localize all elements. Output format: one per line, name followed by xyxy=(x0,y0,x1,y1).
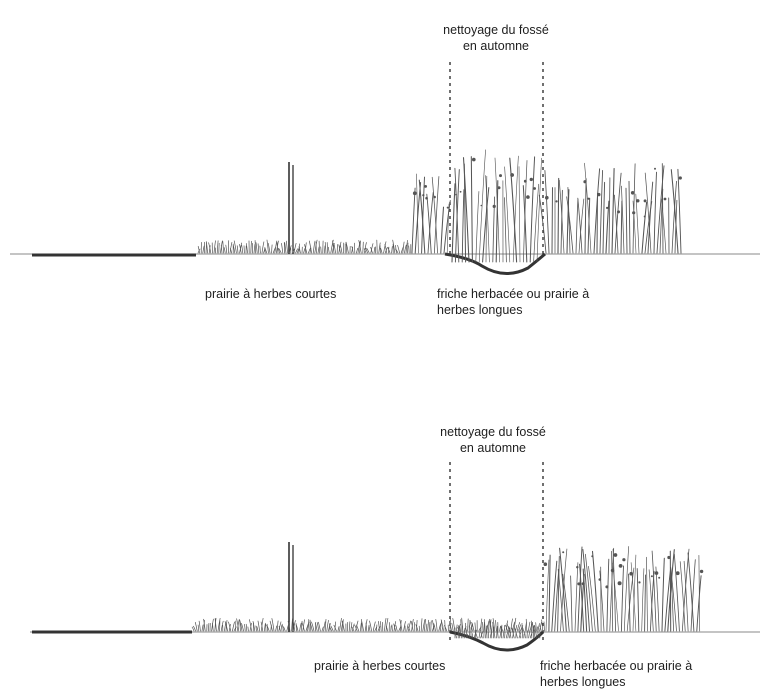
bottom-tall-grass xyxy=(543,546,704,632)
top-left-zone-label: prairie à herbes courtes xyxy=(205,287,337,301)
top-ground-line xyxy=(10,252,760,275)
bottom-right-zone-label: friche herbacée ou prairie à herbes long… xyxy=(540,658,692,690)
bottom-left-zone-label: prairie à herbes courtes xyxy=(314,659,446,673)
top-right-zone-label: friche herbacée ou prairie à herbes long… xyxy=(437,286,589,318)
top-right-zone-line2: herbes longues xyxy=(437,303,523,317)
top-right-zone-line1: friche herbacée ou prairie à xyxy=(437,287,590,301)
bottom-right-zone-line2: herbes longues xyxy=(540,675,626,689)
bottom-maintenance-line2: en automne xyxy=(459,441,527,455)
bottom-right-zone-line1: friche herbacée ou prairie à xyxy=(540,659,693,673)
top-short-grass xyxy=(197,239,412,254)
top-fence-post xyxy=(288,162,294,254)
top-maintenance-line2: en automne xyxy=(462,39,530,53)
bottom-maintenance-line1: nettoyage du fossé xyxy=(440,425,546,439)
top-maintenance-label: nettoyage du fossé en automne xyxy=(396,22,596,54)
bottom-dotted-guides xyxy=(449,462,544,640)
top-maintenance-line1: nettoyage du fossé xyxy=(443,23,549,37)
top-tall-grass xyxy=(411,149,682,263)
bottom-fence-post xyxy=(288,542,294,632)
bottom-short-grass xyxy=(191,617,545,639)
bottom-maintenance-label: nettoyage du fossé en automne xyxy=(393,424,593,456)
bottom-ground-line xyxy=(30,630,760,652)
